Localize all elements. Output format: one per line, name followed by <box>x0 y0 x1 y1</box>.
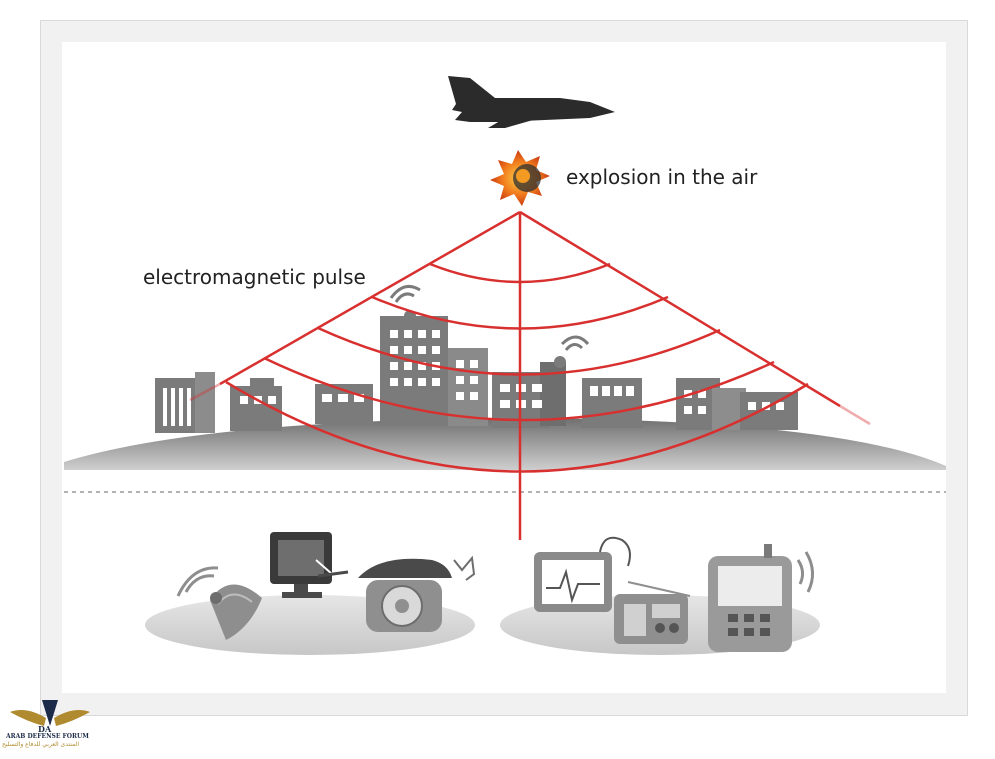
city-skyline <box>155 286 798 433</box>
forum-watermark: DA ARAB DEFENSE FORUM المنتدى العربي للد… <box>0 690 100 759</box>
watermark-arabic: المنتدى العربي للدفاع والتسليح <box>2 741 79 748</box>
explosion-label: explosion in the air <box>566 165 757 189</box>
computer-monitor-icon <box>270 532 348 598</box>
emp-label: electromagnetic pulse <box>143 265 366 289</box>
watermark-name: ARAB DEFENSE FORUM <box>6 733 89 740</box>
fighter-jet-icon <box>448 76 615 128</box>
radio-icon <box>614 582 690 644</box>
explosion-icon <box>490 150 550 206</box>
